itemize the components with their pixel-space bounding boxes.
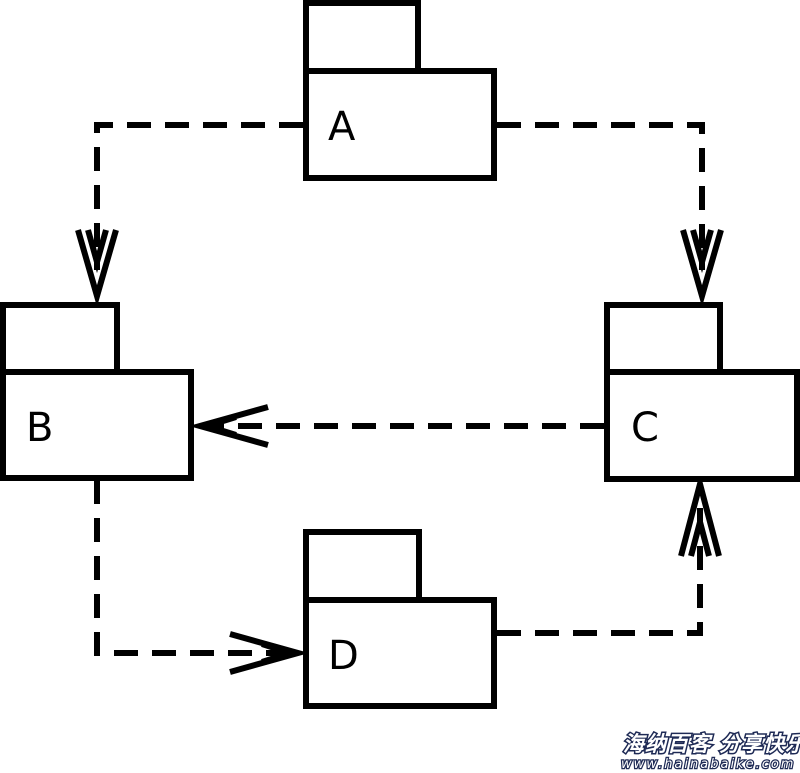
package-b-label: B (26, 405, 53, 451)
dependency-a-to-b (94, 122, 303, 270)
package-a-tab (303, 0, 421, 74)
package-c (604, 302, 800, 482)
arrowhead-b-from-a (75, 229, 119, 307)
arrowhead-c-from-a (680, 229, 724, 307)
package-a-label: A (328, 104, 356, 150)
package-d-label: D (328, 633, 359, 679)
package-d-tab (303, 529, 422, 603)
watermark-chinese: 海纳百客 分享快乐 (623, 732, 800, 756)
package-a-body (303, 68, 497, 181)
arrowhead-c-from-d (678, 472, 722, 557)
arrowhead-b-from-c (188, 404, 269, 448)
watermark-url: www.hainabaike.com (621, 757, 795, 772)
dependency-b-to-d (94, 480, 283, 656)
package-c-tab (604, 302, 723, 375)
package-c-body (604, 369, 800, 482)
dependency-a-to-c (497, 122, 705, 270)
arrowhead-d-from-b (229, 631, 310, 675)
dependency-d-to-c (497, 490, 703, 636)
package-b (0, 302, 194, 481)
package-b-tab (0, 302, 120, 375)
package-b-body (0, 369, 194, 481)
package-c-label: C (631, 405, 659, 451)
package-d (303, 529, 497, 709)
package-a (303, 0, 497, 181)
package-d-body (303, 597, 497, 709)
